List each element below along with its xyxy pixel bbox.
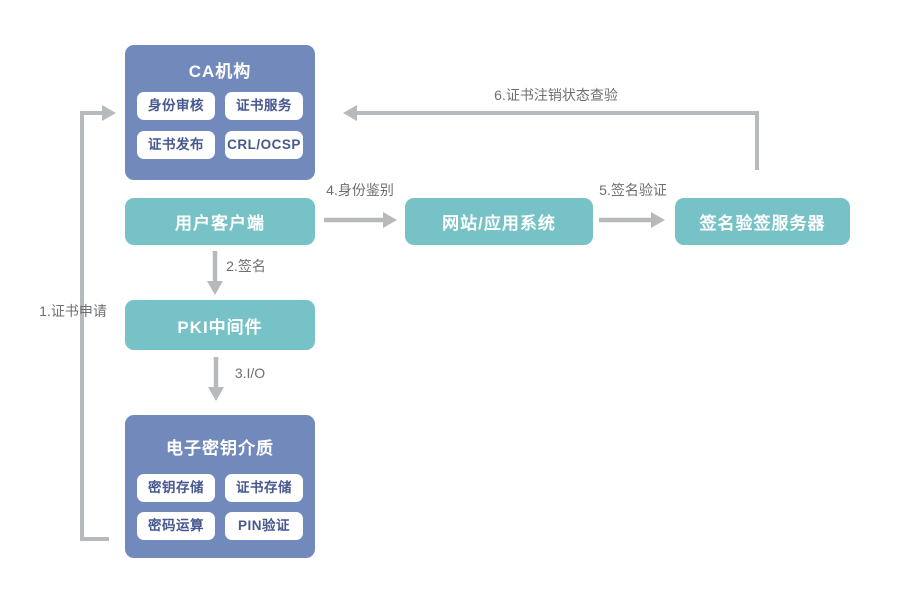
module-pin-verify: PIN验证 (225, 512, 303, 540)
node-web-application: 网站/应用系统 (405, 198, 593, 245)
edge-label-cert-apply: 1.证书申请 (39, 303, 107, 319)
module-key-storage: 密钥存储 (137, 474, 215, 502)
node-key-medium-title: 电子密钥介质 (166, 439, 274, 458)
module-identity-review: 身份审核 (137, 92, 215, 120)
module-crypto-operation: 密码运算 (137, 512, 215, 540)
edge-label-identity-auth: 4.身份鉴别 (326, 182, 394, 198)
edge-label-revocation-check: 6.证书注销状态查验 (494, 87, 618, 103)
edge-label-sign: 2.签名 (226, 258, 266, 274)
module-cert-publish: 证书发布 (137, 131, 215, 159)
edge-label-sign-verify: 5.签名验证 (599, 182, 667, 198)
edge-label-io: 3.I/O (234, 365, 266, 381)
module-cert-storage: 证书存储 (225, 474, 303, 502)
arrow-revocation-check (343, 105, 759, 170)
module-cert-service: 证书服务 (225, 92, 303, 120)
node-ca-title: CA机构 (188, 62, 252, 81)
arrow-cert-apply (80, 105, 116, 541)
node-sign-verify-server: 签名验签服务器 (675, 198, 850, 245)
node-pki-middleware: PKI中间件 (125, 300, 315, 350)
node-key-medium: 电子密钥介质 密钥存储 证书存储 密码运算 PIN验证 (125, 415, 315, 558)
module-crl-ocsp: CRL/OCSP (225, 131, 303, 159)
node-ca-organization: CA机构 身份审核 证书服务 证书发布 CRL/OCSP (125, 45, 315, 180)
node-user-client: 用户客户端 (125, 198, 315, 245)
